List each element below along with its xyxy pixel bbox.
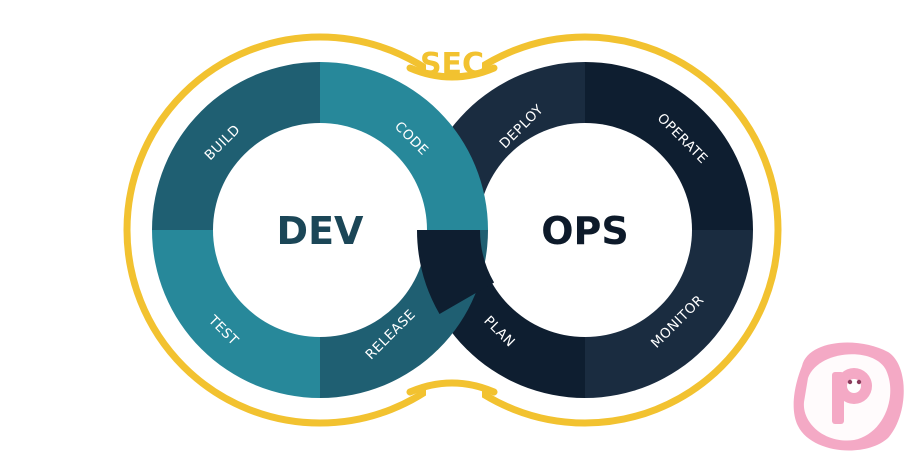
- ops-segment-monitor: [585, 230, 753, 398]
- ops-center: [478, 123, 692, 337]
- ops-overlap-plan: [417, 230, 495, 314]
- dev-segment-code: [320, 62, 488, 230]
- dev-segment-test: [152, 230, 320, 398]
- dev-ring: [152, 62, 488, 398]
- dev-segment-build: [152, 62, 320, 230]
- dev-label: DEV: [277, 209, 365, 253]
- sec-label: SEC: [420, 47, 484, 82]
- pig-logo-icon: [793, 342, 904, 451]
- ops-label: OPS: [541, 209, 629, 253]
- sec-infinity-outline: [123, 20, 782, 460]
- ops-segment-operate: [585, 62, 753, 230]
- dev-center: [213, 123, 427, 337]
